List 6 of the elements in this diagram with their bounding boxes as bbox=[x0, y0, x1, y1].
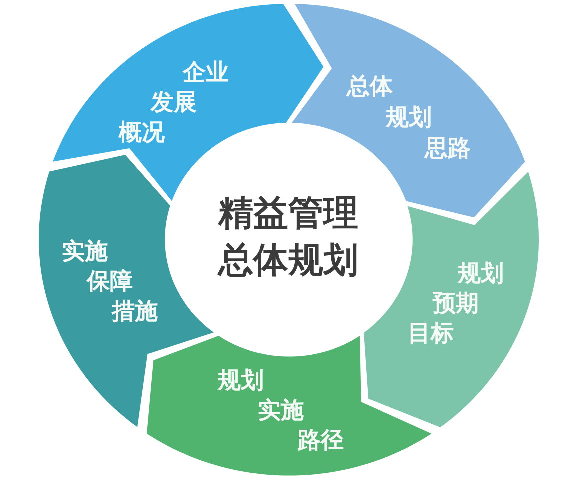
segment-label: 总体规划思路 bbox=[346, 72, 471, 164]
segment-label: 规划实施路径 bbox=[218, 366, 344, 456]
segment-label: 规划预期目标 bbox=[408, 260, 504, 349]
center-title: 精益管理总体规划 bbox=[216, 191, 361, 285]
segment-label: 企业发展概况 bbox=[118, 58, 229, 148]
segment-label: 实施保障措施 bbox=[62, 238, 158, 327]
